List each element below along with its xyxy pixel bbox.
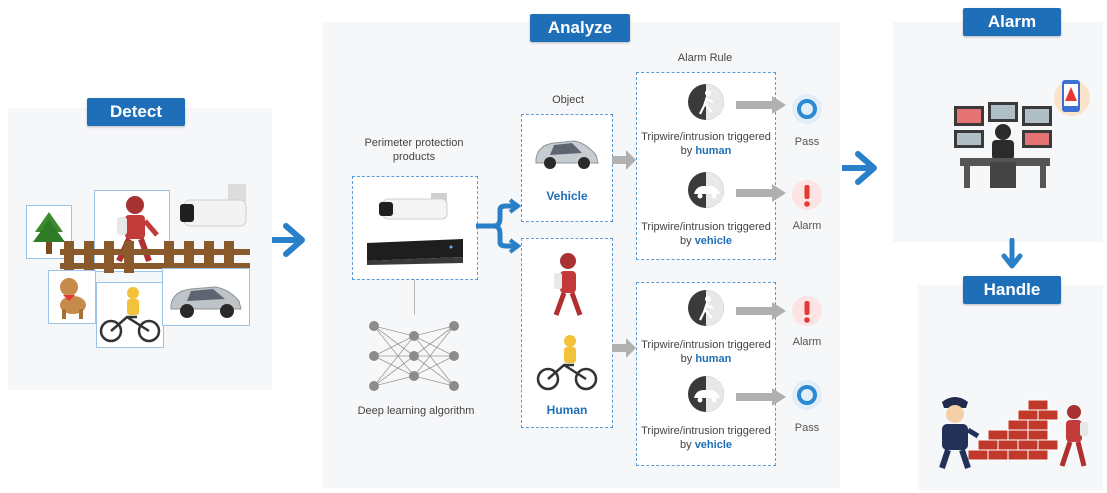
result-label-4: Pass [794, 422, 820, 434]
algorithm-label: Deep learning algorithm [357, 405, 475, 417]
gray-arrow-vehicle [612, 150, 636, 170]
tree-icon [33, 212, 65, 254]
flow-arrow-detect-analyze [272, 223, 305, 257]
products-label: Perimeter protection products [364, 137, 464, 163]
thief-icon [1059, 405, 1088, 467]
vehicle-shield-icon [688, 376, 724, 412]
camera-icon [180, 184, 247, 227]
camera-tile [170, 178, 256, 250]
cyclist-icon [536, 335, 598, 391]
flow-arrow-alarm-handle [1001, 238, 1023, 269]
gray-arrow-human [612, 338, 636, 358]
walking-person-shield-icon [688, 84, 724, 120]
brick-wall-icon [968, 399, 1059, 461]
human-label: Human [546, 403, 588, 417]
neural-network-icon [369, 321, 459, 391]
alarm-exclamation-icon [792, 180, 822, 210]
alarm-tag: Alarm [963, 8, 1061, 36]
flow-arrow-analyze-alarm [842, 151, 877, 185]
car-tile [162, 268, 250, 326]
pass-ring-icon [792, 94, 822, 124]
car-icon [535, 140, 599, 169]
camera-icon [379, 193, 448, 220]
cyclist-icon [99, 287, 161, 343]
result-label-3: Alarm [792, 336, 822, 348]
thief-tile [94, 190, 170, 272]
handle-tag: Handle [963, 276, 1061, 304]
result-label-2: Alarm [792, 220, 822, 232]
rule-text-3: Tripwire/intrusion triggered by human [641, 339, 771, 365]
gray-arrow-result [736, 96, 786, 114]
rule-text-4: Tripwire/intrusion triggered by vehicle [641, 425, 771, 451]
cyclist-tile [96, 282, 164, 348]
nvr-icon [367, 239, 463, 265]
dog-icon [60, 278, 86, 319]
dog-tile [48, 270, 96, 324]
pass-ring-icon [792, 380, 822, 410]
gray-arrow-result [736, 184, 786, 202]
police-icon [939, 397, 980, 469]
result-label-1: Pass [794, 136, 820, 148]
split-arrow [476, 198, 522, 254]
products-box [352, 176, 478, 280]
analyze-tag: Analyze [530, 14, 630, 42]
human-object-box: Human [521, 238, 613, 428]
vehicle-shield-icon [688, 172, 724, 208]
walking-person-shield-icon [688, 290, 724, 326]
monitor-room-icon [954, 102, 1052, 188]
detect-tag: Detect [87, 98, 185, 126]
fence-icon [60, 241, 250, 273]
car-icon [170, 286, 242, 318]
rule-text-1: Tripwire/intrusion triggered by human [641, 131, 771, 157]
gray-arrow-result [736, 388, 786, 406]
gray-arrow-result [736, 302, 786, 320]
vehicle-label: Vehicle [546, 189, 588, 203]
vehicle-object-box: Vehicle [521, 114, 613, 222]
phone-alert-icon [1054, 80, 1090, 116]
alarm-exclamation-icon [792, 296, 822, 326]
products-connector [414, 279, 415, 315]
walking-person-icon [553, 253, 583, 316]
rule-text-2: Tripwire/intrusion triggered by vehicle [641, 221, 771, 247]
rule-header: Alarm Rule [677, 52, 733, 64]
object-header: Object [552, 94, 584, 106]
